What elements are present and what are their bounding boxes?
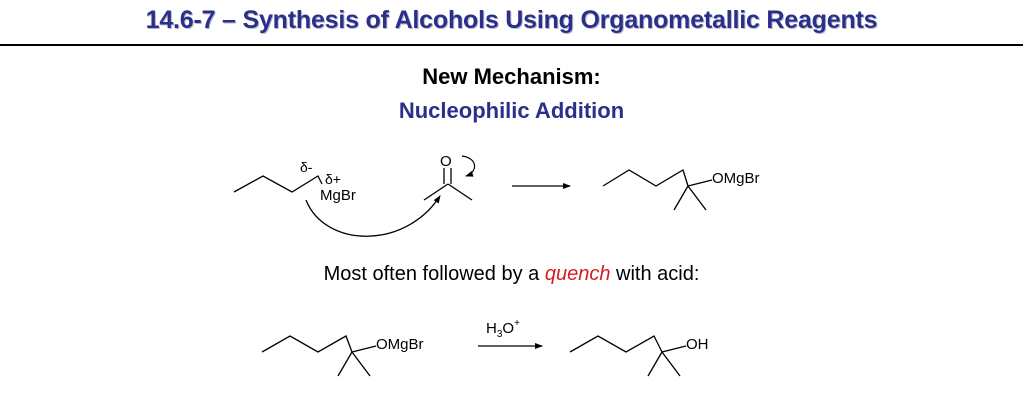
quench-reactant-omgbr-label: OMgBr xyxy=(376,336,424,353)
alkoxide-product xyxy=(602,169,713,211)
title-divider xyxy=(0,44,1023,46)
alcohol-chain xyxy=(569,335,663,353)
reagent-h: H xyxy=(486,320,497,337)
delta-plus-label: δ+ xyxy=(325,171,341,187)
quench-emphasis: quench xyxy=(544,263,611,285)
nucleophilic-attack-arrow xyxy=(305,195,441,237)
product-c-o-bond xyxy=(687,179,713,187)
hydronium-reagent: H3O+ xyxy=(486,318,520,340)
product-chain xyxy=(602,169,689,187)
butyl-chain xyxy=(233,175,323,193)
quench-text-before: Most often followed by a xyxy=(323,263,545,285)
delta-minus-label: δ- xyxy=(300,159,313,175)
quench-reactant-methyl-1 xyxy=(337,351,353,377)
alcohol-oh-label: OH xyxy=(686,336,709,353)
reagent-subscript: 3 xyxy=(497,329,503,340)
alcohol-c-o-bond xyxy=(661,345,687,353)
subtitle-nucleophilic-addition: Nucleophilic Addition xyxy=(398,98,625,123)
grignard-reagent xyxy=(233,175,323,193)
carbonyl-electron-arrow xyxy=(461,155,476,177)
quench-reactant xyxy=(261,335,377,377)
acetone-molecule xyxy=(423,168,473,201)
alcohol-methyl-2 xyxy=(661,351,681,377)
product-methyl-2 xyxy=(687,185,707,211)
alcohol-methyl-1 xyxy=(647,351,663,377)
acetone-left-methyl-bond xyxy=(423,183,449,201)
quench-caption: Most often followed by a quench with aci… xyxy=(0,263,1023,286)
product-omgbr-label: OMgBr xyxy=(712,170,760,187)
acetone-right-methyl-bond xyxy=(447,183,473,201)
carbonyl-oxygen-label: O xyxy=(440,153,452,170)
alcohol-product xyxy=(569,335,687,377)
quench-text-after: with acid: xyxy=(610,263,700,285)
quench-reactant-c-o-bond xyxy=(351,345,377,353)
slide-title: 14.6-7 – Synthesis of Alcohols Using Org… xyxy=(145,6,878,34)
product-methyl-1 xyxy=(673,185,689,211)
reagent-o: O xyxy=(502,320,514,337)
quench-reactant-chain xyxy=(261,335,353,353)
mgbr-label: MgBr xyxy=(320,187,356,204)
subtitle-mechanism: New Mechanism: xyxy=(422,64,601,89)
quench-reactant-methyl-2 xyxy=(351,351,371,377)
reagent-superscript: + xyxy=(514,318,520,329)
